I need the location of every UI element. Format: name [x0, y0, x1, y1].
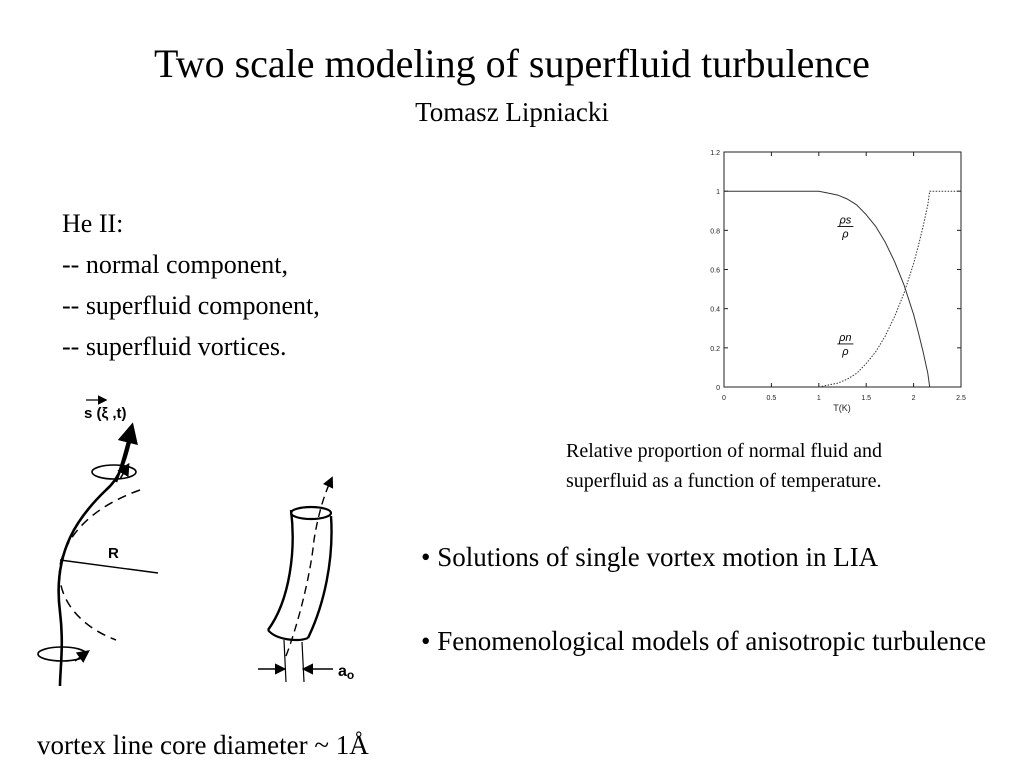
x-tick-label: 0.5 [767, 395, 777, 402]
bullet-single-vortex-lia: • Solutions of single vortex motion in L… [421, 542, 879, 572]
list-item-normal-component: -- normal component, [62, 250, 288, 279]
bullet-anisotropic-turbulence: • Fenomenological models of anisotropic … [421, 626, 987, 656]
he-ii-components-list: He II: -- normal component, -- superflui… [62, 203, 320, 367]
he-ii-heading: He II: [62, 209, 124, 238]
radius-line [59, 559, 159, 574]
slide-title: Two scale modeling of superfluid turbule… [154, 41, 870, 86]
osculating-circle-dashed [58, 489, 141, 641]
core-diameter-right-tick [301, 641, 305, 683]
annotation-numerator: ρs [838, 214, 851, 226]
rotation-arrow-bottom [74, 650, 90, 663]
core-diameter-label: ao [338, 663, 354, 682]
rotation-ellipse-top [91, 464, 137, 480]
core-diameter-subscript: o [347, 668, 354, 682]
rotation-arrow-top [117, 462, 130, 480]
chart-caption: Relative proportion of normal fluid and … [566, 436, 1006, 496]
density-fraction-chart: 0 0.2 0.4 0.6 0.8 1 1.2 0 0.5 1 1.5 2 2.5 ρs ρ ρn ρ T(… [710, 150, 966, 413]
core-diameter-symbol: a [338, 663, 347, 680]
annotation-denominator: ρ [841, 228, 848, 240]
tube-bottom-edge [267, 629, 309, 641]
x-tick-label: 2.5 [956, 395, 966, 402]
y-tick-label: 1.2 [710, 150, 720, 157]
core-diameter-left-tick [283, 639, 287, 683]
s-vector-label: s (ξ ,t) [84, 405, 127, 422]
y-tick-label: 0.6 [710, 268, 720, 275]
vortex-core-tube [267, 509, 333, 639]
tube-top-ellipse [289, 505, 333, 521]
radius-label: R [108, 545, 119, 562]
caption-line-2: superfluid as a function of temperature. [566, 470, 882, 492]
x-tick-label: 1.5 [861, 395, 871, 402]
list-item-superfluid-component: -- superfluid component, [62, 291, 320, 320]
y-tick-label: 0 [716, 385, 720, 392]
x-axis-ticks: 0 0.5 1 1.5 2 2.5 [722, 152, 966, 402]
y-tick-label: 0.2 [710, 346, 720, 353]
series-rho-s-line [724, 190, 931, 388]
y-tick-label: 0.8 [710, 228, 720, 235]
list-item-superfluid-vortices: -- superfluid vortices. [62, 332, 287, 361]
tangent-arrow [114, 422, 138, 483]
x-tick-label: 1 [817, 395, 821, 402]
annotation-numerator: ρn [838, 332, 851, 344]
core-diameter-note: vortex line core diameter ~ 1Å [37, 730, 369, 760]
slide-author: Tomasz Lipniacki [415, 97, 609, 127]
x-tick-label: 2 [912, 395, 916, 402]
annotation-denominator: ρ [841, 346, 848, 358]
y-tick-label: 0.4 [710, 307, 720, 314]
caption-line-1: Relative proportion of normal fluid and [566, 440, 883, 462]
x-axis-label: T(K) [833, 403, 851, 413]
chart-annotations: ρs ρ ρn ρ [837, 214, 854, 358]
vortex-line-sketch: R s (ξ ,t) ao [37, 395, 354, 687]
y-axis-ticks: 0 0.2 0.4 0.6 0.8 1 1.2 [710, 150, 961, 392]
x-tick-label: 0 [722, 395, 726, 402]
core-axis-dashed-arrow [285, 476, 334, 657]
y-tick-label: 1 [716, 189, 720, 196]
